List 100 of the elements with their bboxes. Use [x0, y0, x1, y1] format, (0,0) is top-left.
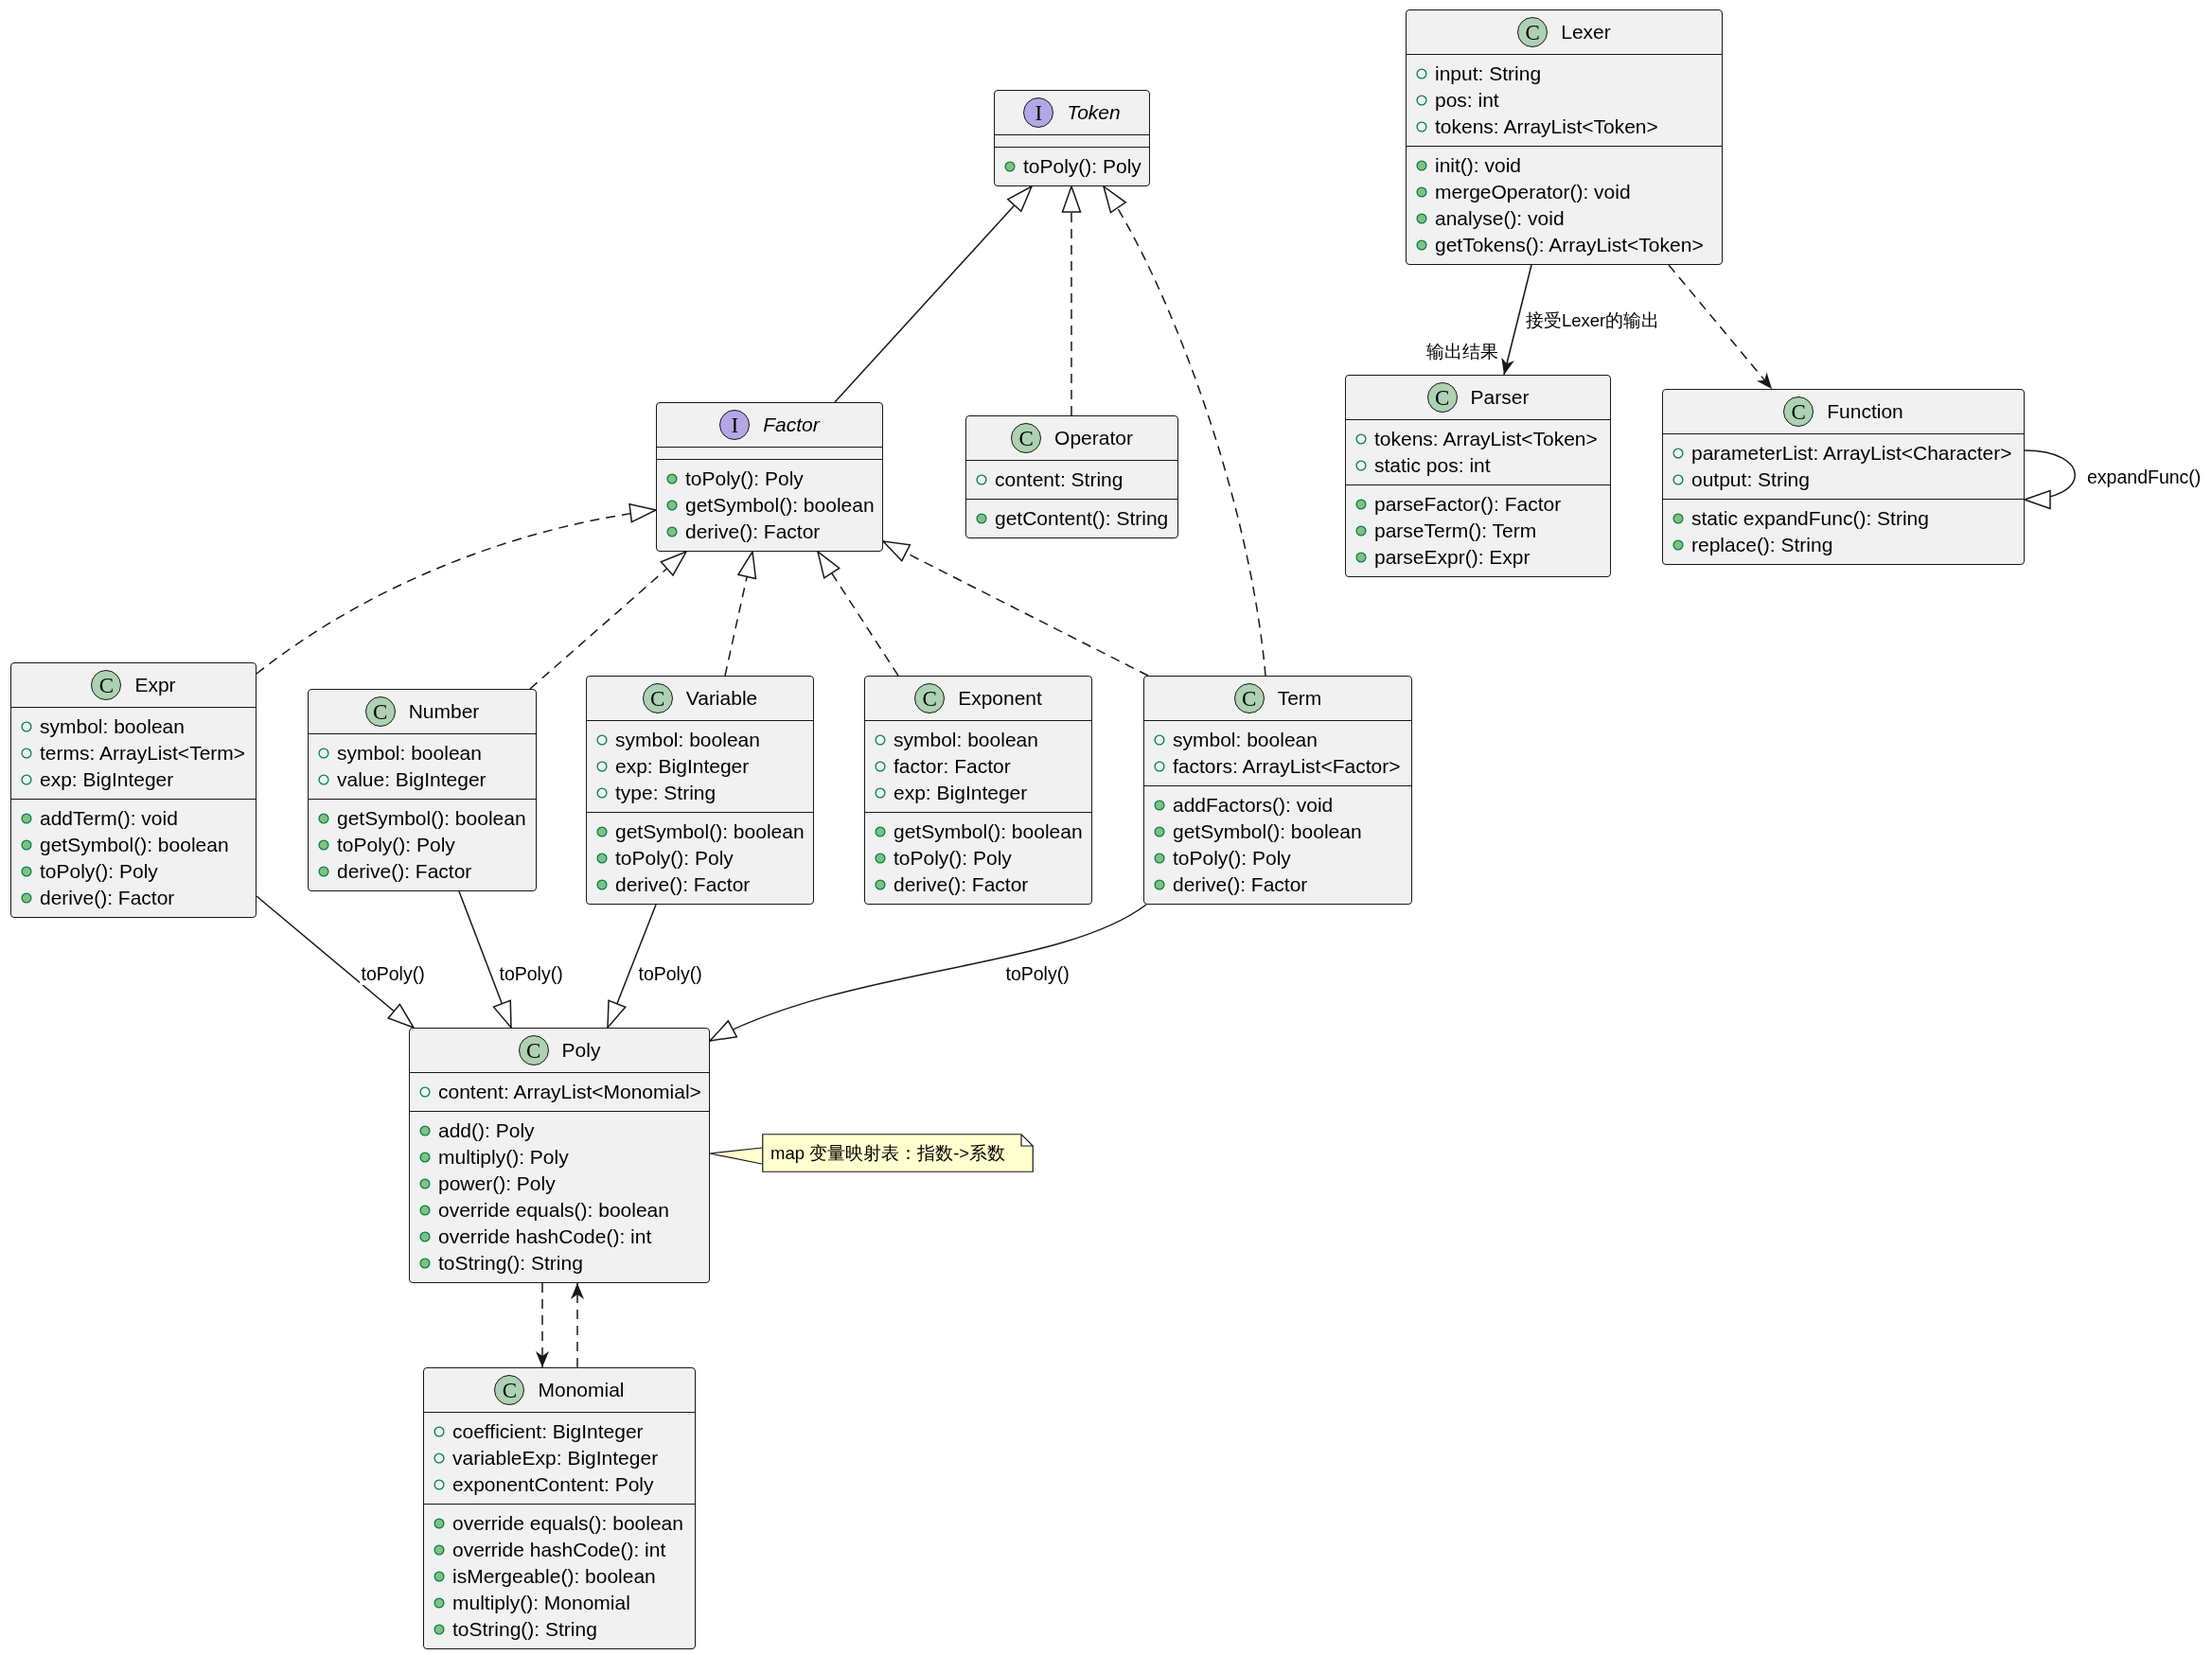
- realization-arrow: [882, 540, 1149, 677]
- method-text: parseTerm(): Term: [1374, 519, 1537, 543]
- method-text: toPoly(): Poly: [337, 833, 455, 857]
- attribute-text: pos: int: [1435, 88, 1499, 113]
- method-text: getSymbol(): boolean: [1173, 819, 1362, 844]
- class-box: [1143, 676, 1412, 905]
- method-text: toString(): String: [452, 1617, 597, 1642]
- method-text: mergeOperator(): void: [1435, 180, 1631, 204]
- attribute-text: type: String: [615, 781, 717, 805]
- class-name: Function: [1827, 399, 1903, 424]
- method-text: toPoly(): Poly: [894, 846, 1012, 871]
- class-name: Number: [408, 699, 480, 724]
- class-marker: C: [91, 670, 122, 700]
- self-loop-arrow: [2024, 449, 2076, 508]
- inheritance-arrow: [834, 185, 1033, 403]
- class-name: Expr: [134, 673, 176, 697]
- method-text: addFactors(): void: [1173, 793, 1334, 818]
- class-box: [1406, 9, 1723, 265]
- method-text: getSymbol(): boolean: [337, 806, 526, 831]
- class-marker: C: [364, 696, 396, 727]
- class-marker: C: [518, 1035, 549, 1065]
- note-text: map 变量映射表：指数->系数: [770, 1142, 1006, 1164]
- realization-arrow: [724, 551, 757, 677]
- attribute-text: symbol: boolean: [337, 741, 482, 766]
- dependency-arrow: [571, 1282, 584, 1368]
- end-label: 输出结果: [1425, 342, 1500, 363]
- method-text: toPoly(): Poly: [685, 467, 804, 491]
- class-box: [308, 689, 537, 891]
- method-text: multiply(): Poly: [438, 1145, 569, 1170]
- method-text: override equals(): boolean: [438, 1198, 669, 1223]
- class-name: Poly: [561, 1038, 601, 1063]
- method-text: override hashCode(): int: [452, 1538, 666, 1562]
- attribute-text: factors: ArrayList<Factor>: [1173, 754, 1401, 779]
- realization-arrow: [256, 503, 657, 675]
- class-marker: C: [642, 683, 673, 713]
- method-text: parseExpr(): Expr: [1374, 545, 1531, 570]
- attribute-text: output: String: [1691, 467, 1810, 492]
- method-text: addTerm(): void: [40, 806, 178, 831]
- class-box: [586, 676, 814, 905]
- class-marker: C: [1783, 396, 1814, 427]
- method-text: toString(): String: [438, 1251, 583, 1276]
- attribute-text: exp: BigInteger: [894, 781, 1028, 805]
- interface-box: [656, 402, 883, 552]
- class-box: [864, 676, 1092, 905]
- attribute-text: content: String: [995, 467, 1124, 492]
- method-text: getSymbol(): boolean: [685, 493, 875, 518]
- realization-arrow: [529, 551, 687, 690]
- note-connector: [709, 1147, 763, 1165]
- method-text: multiply(): Monomial: [452, 1591, 630, 1615]
- class-box: [1345, 375, 1611, 577]
- class-name: Parser: [1470, 385, 1530, 410]
- realization-arrow: [1061, 185, 1082, 416]
- method-text: parseFactor(): Factor: [1374, 492, 1562, 517]
- attribute-text: parameterList: ArrayList<Character>: [1691, 441, 2012, 466]
- class-name: Variable: [685, 686, 758, 711]
- attribute-text: symbol: boolean: [1173, 728, 1318, 752]
- attribute-text: variableExp: BigInteger: [452, 1446, 659, 1470]
- method-text: getSymbol(): boolean: [40, 833, 229, 857]
- class-name: Operator: [1054, 426, 1133, 450]
- attribute-text: symbol: boolean: [40, 714, 185, 739]
- method-text: toPoly(): Poly: [1023, 154, 1141, 179]
- realization-arrow: [817, 551, 899, 677]
- attribute-text: input: String: [1435, 62, 1542, 86]
- class-name: Lexer: [1561, 20, 1611, 44]
- interface-name: Factor: [763, 413, 820, 437]
- method-text: isMergeable(): boolean: [452, 1564, 656, 1589]
- interface-box: [994, 90, 1150, 186]
- method-text: toPoly(): Poly: [615, 846, 734, 871]
- method-text: getTokens(): ArrayList<Token>: [1435, 233, 1704, 257]
- method-text: replace(): String: [1691, 533, 1833, 557]
- method-text: derive(): Factor: [615, 872, 751, 897]
- attribute-text: exp: BigInteger: [40, 767, 174, 792]
- dependency-arrow: [536, 1282, 549, 1368]
- inheritance-arrow: [458, 890, 512, 1029]
- class-box: [409, 1028, 710, 1283]
- attribute-text: coefficient: BigInteger: [452, 1419, 644, 1444]
- class-marker: C: [914, 683, 946, 713]
- class-box: [965, 415, 1178, 538]
- class-box: [1662, 389, 2025, 565]
- attribute-text: symbol: boolean: [615, 728, 760, 752]
- method-text: override hashCode(): int: [438, 1224, 652, 1249]
- inheritance-arrow: [709, 904, 1147, 1042]
- attribute-text: symbol: boolean: [894, 728, 1038, 752]
- method-text: derive(): Factor: [1173, 872, 1308, 897]
- method-text: power(): Poly: [438, 1171, 556, 1196]
- method-text: init(): void: [1435, 153, 1522, 178]
- class-box: [10, 662, 257, 918]
- interface-marker: I: [1023, 97, 1054, 128]
- inheritance-arrow: [607, 904, 657, 1029]
- method-text: override equals(): boolean: [452, 1511, 683, 1536]
- association-arrow: [1501, 264, 1532, 376]
- attribute-text: static pos: int: [1374, 453, 1491, 478]
- interface-marker: I: [719, 410, 751, 440]
- attribute-text: tokens: ArrayList<Token>: [1435, 114, 1658, 139]
- method-text: derive(): Factor: [40, 886, 175, 910]
- class-marker: C: [1011, 423, 1042, 453]
- method-text: derive(): Factor: [337, 859, 472, 884]
- method-text: getSymbol(): boolean: [894, 819, 1083, 844]
- interface-name: Token: [1067, 100, 1121, 125]
- class-marker: C: [1233, 683, 1265, 713]
